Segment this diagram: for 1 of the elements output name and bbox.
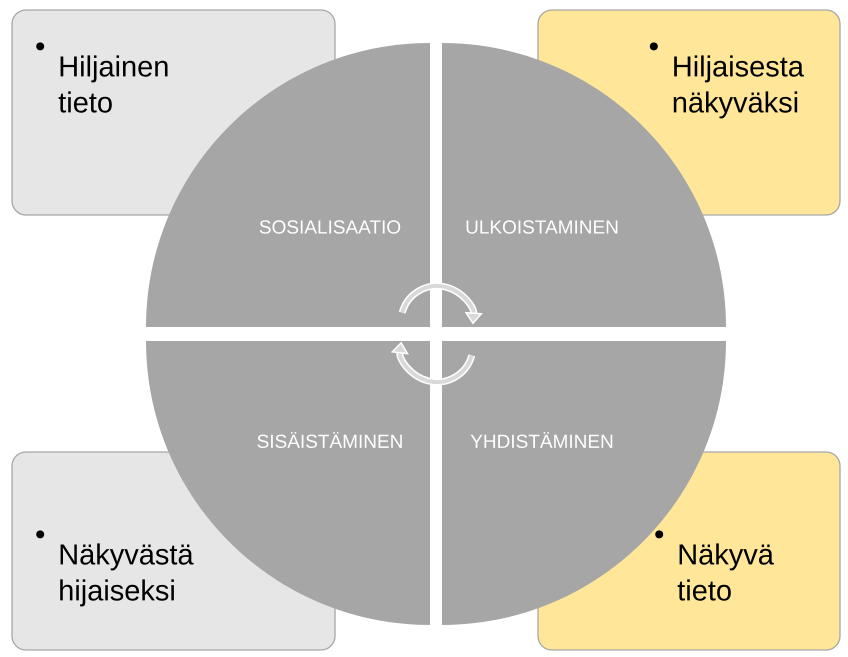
cycle-arrow — [398, 282, 483, 324]
